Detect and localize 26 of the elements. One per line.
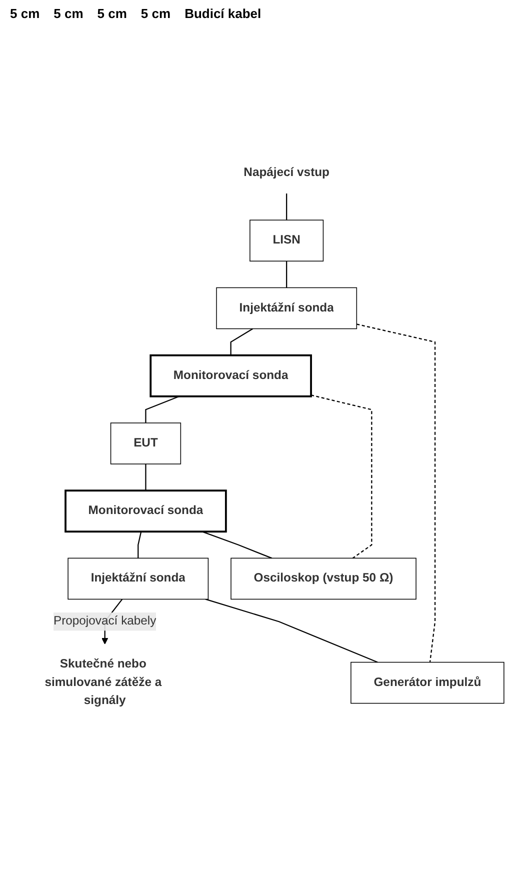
note-label: 5 cm <box>54 6 84 21</box>
connector <box>286 194 288 220</box>
node-box: Generátor impulzů <box>350 662 504 704</box>
node-text: Napájecí vstup <box>244 166 330 180</box>
connector <box>138 531 142 558</box>
node-text: Skutečné nebo simulované zátěže a signály <box>44 658 162 708</box>
node-box: Osciloskop (vstup 50 Ω) <box>230 558 416 600</box>
node-box: EUT <box>110 422 182 464</box>
edge-label: Propojovací kabely <box>53 614 156 628</box>
note-label: Budicí kabel <box>184 6 262 21</box>
connector <box>230 328 254 356</box>
connector <box>356 324 436 662</box>
node-box: Monitorovací sonda <box>64 490 227 533</box>
connector <box>145 464 146 491</box>
node-box: Injektážní sonda <box>68 558 209 600</box>
connector <box>205 598 378 663</box>
note-label: 5 cm <box>140 6 171 21</box>
node-box: LISN <box>250 220 324 262</box>
connector <box>202 531 272 559</box>
node-box: Injektážní sonda <box>216 287 358 330</box>
note-label: 5 cm <box>10 6 40 21</box>
connector <box>145 396 180 423</box>
note-label: 5 cm <box>97 6 127 21</box>
connector <box>310 394 372 559</box>
node-box: Monitorovací sonda <box>150 354 312 398</box>
connector <box>286 261 288 288</box>
